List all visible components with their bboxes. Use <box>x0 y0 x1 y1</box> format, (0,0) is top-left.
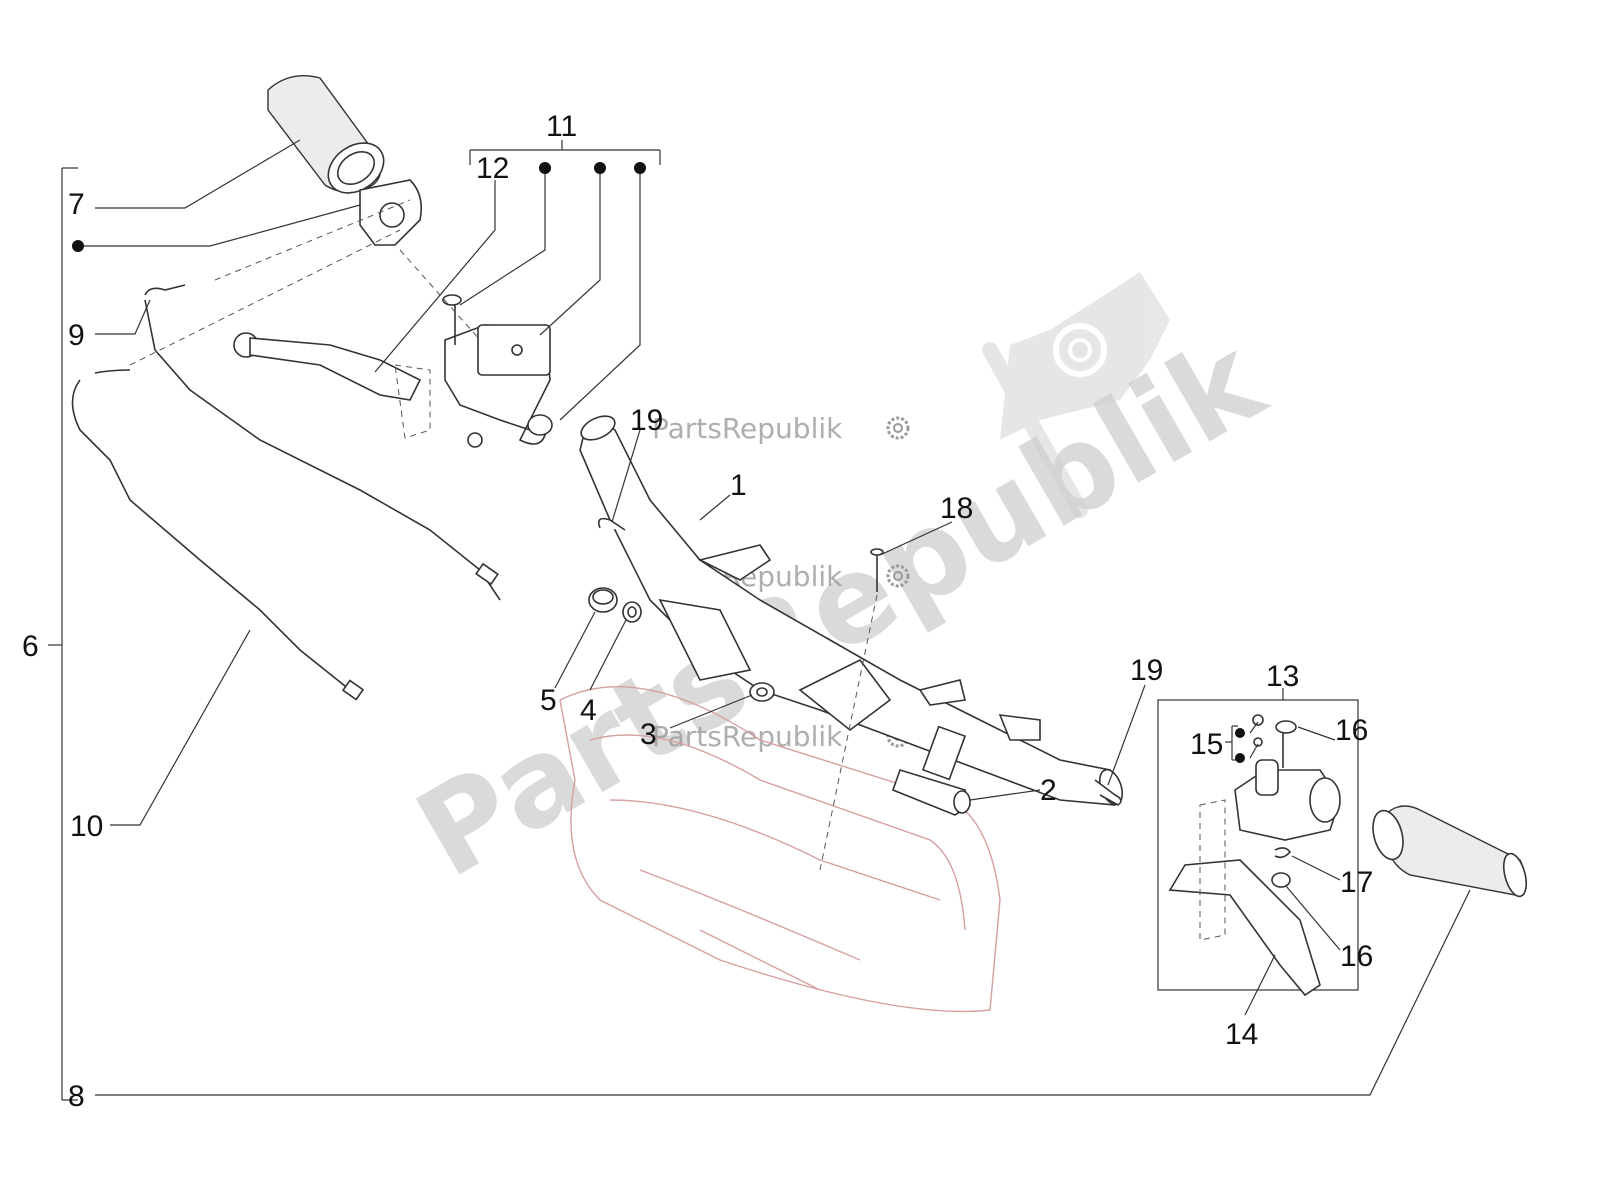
part-19-clip-left <box>597 517 626 531</box>
callout-6: 6 <box>22 630 39 663</box>
gear-icon <box>886 416 910 440</box>
watermark-small-1: PartsRepublik <box>652 412 910 445</box>
bullet-dot-icon <box>72 240 84 252</box>
callout-7: 7 <box>68 188 85 221</box>
part-17-spring <box>1274 847 1292 859</box>
callout-18: 18 <box>940 492 973 525</box>
callout-16-bottom: 16 <box>1340 940 1373 973</box>
svg-text:PartsRepublik: PartsRepublik <box>652 412 843 445</box>
part-10-cable <box>71 229 401 701</box>
callout-11: 11 <box>546 110 577 143</box>
part-14-clutch-lever <box>1168 799 1321 997</box>
callout-13: 13 <box>1266 660 1299 693</box>
headset-cover-outline <box>559 685 1001 1013</box>
bullet-dot-icon <box>634 162 646 174</box>
bullet-dot-icon <box>539 162 551 174</box>
callout-10: 10 <box>70 810 103 843</box>
bullet-dot-icon <box>1235 728 1245 738</box>
lever-bracket <box>1234 759 1341 841</box>
callout-8: 8 <box>68 1080 85 1113</box>
callout-1: 1 <box>730 469 747 502</box>
part-4-washer <box>622 601 642 623</box>
master-cylinder <box>399 249 553 448</box>
bullet-dot-icon <box>594 162 606 174</box>
part-16-nut-bottom <box>1271 872 1291 888</box>
flag-logo-icon <box>982 272 1170 518</box>
part-7-left-grip <box>267 75 385 194</box>
callout-17: 17 <box>1340 866 1373 899</box>
part-18-screw <box>819 548 884 871</box>
part-16-screw-top <box>1275 720 1297 768</box>
handlebar <box>579 415 1124 806</box>
callout-9: 9 <box>68 319 85 352</box>
callout-19-left: 19 <box>630 404 663 437</box>
bullet-dot-icon <box>1235 753 1245 763</box>
callout-19-right: 19 <box>1130 654 1163 687</box>
gear-icon <box>886 564 910 588</box>
callout-12: 12 <box>476 152 509 185</box>
part-5-nut <box>588 587 618 613</box>
part-8-right-grip <box>1372 805 1528 898</box>
part-9-cable <box>144 199 501 601</box>
callout-3: 3 <box>640 718 657 751</box>
callout-15: 15 <box>1190 728 1223 761</box>
part-15-bolts <box>1252 714 1264 747</box>
part-12-brake-lever <box>233 332 431 439</box>
part-3-washer <box>749 682 775 702</box>
callout-14: 14 <box>1225 1018 1258 1051</box>
leader-lines <box>48 139 1471 1101</box>
callout-2: 2 <box>1040 774 1057 807</box>
throttle-housing <box>359 179 423 246</box>
part-19-clip-right <box>1094 779 1122 806</box>
callout-labels: 1 2 3 4 5 6 7 8 9 10 11 12 13 14 15 16 1… <box>22 110 1373 1113</box>
bullet-dots <box>72 162 1245 763</box>
callout-4: 4 <box>580 694 597 727</box>
svg-text:PartsRepublik: PartsRepublik <box>652 720 843 753</box>
part-2-bolt <box>891 769 971 816</box>
callout-16-top: 16 <box>1335 714 1368 747</box>
callout-5: 5 <box>540 684 557 717</box>
